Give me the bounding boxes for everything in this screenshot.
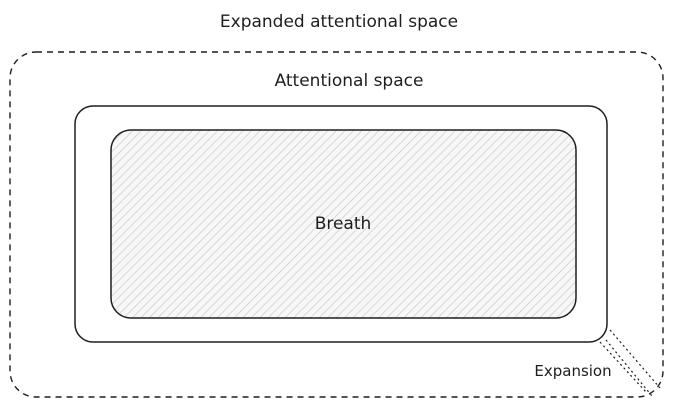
outer-box-label: Expanded attentional space	[220, 12, 458, 32]
expanded-attentional-space-box	[9, 51, 664, 398]
expansion-line-2	[605, 339, 653, 397]
attentional-space-box	[74, 105, 608, 343]
expansion-line-3	[599, 341, 647, 393]
breath-label: Breath	[315, 214, 372, 234]
breath-box-hatch	[110, 129, 577, 319]
middle-box-label: Attentional space	[275, 71, 424, 91]
expansion-label: Expansion	[534, 362, 611, 380]
